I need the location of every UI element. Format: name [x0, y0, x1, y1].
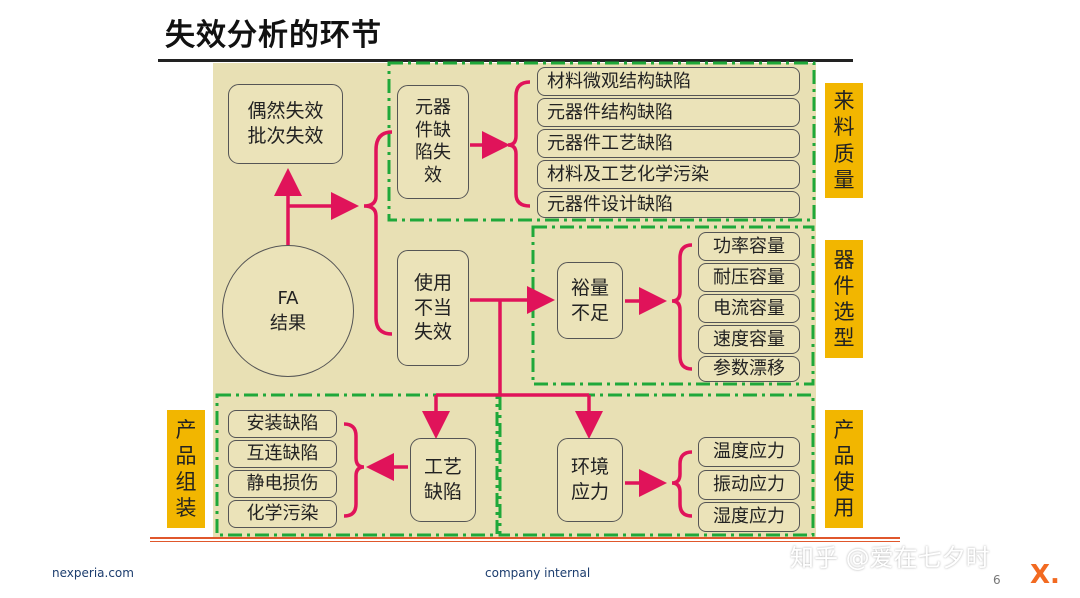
footer-center: company internal	[485, 566, 591, 580]
component-defect-item: 材料微观结构缺陷	[537, 67, 800, 96]
assembly-item: 化学污染	[228, 500, 337, 528]
tag-char: 来	[833, 89, 855, 113]
misuse-failure-line3: 失效	[413, 321, 452, 344]
footer-rule	[150, 537, 900, 539]
process-defect-node: 工艺 缺陷	[410, 438, 476, 522]
env-stress-line2: 应力	[570, 481, 609, 503]
tag-product-assembly: 产 品 组 装	[167, 410, 205, 528]
tag-char: 使	[833, 470, 855, 494]
component-defect-item: 元器件设计缺陷	[537, 191, 800, 218]
tag-char: 量	[833, 167, 855, 192]
brand-logo: X.	[1030, 560, 1060, 590]
title-underline	[158, 59, 853, 62]
tag-char: 产	[833, 417, 855, 442]
margin-item: 速度容量	[698, 325, 800, 354]
margin-item: 参数漂移	[698, 356, 800, 382]
insufficient-margin-line1: 裕量	[570, 276, 609, 299]
env-stress-node: 环境 应力	[557, 438, 623, 522]
env-stress-line1: 环境	[570, 456, 609, 479]
component-defect-item: 材料及工艺化学污染	[537, 160, 800, 189]
misuse-failure-line1: 使用	[413, 271, 452, 294]
assembly-item: 安装缺陷	[228, 410, 337, 438]
tag-char: 质	[833, 141, 855, 166]
component-failure-line2: 件缺	[415, 119, 451, 141]
random-failure-line1: 偶然失效	[247, 100, 324, 123]
insufficient-margin-line2: 不足	[570, 301, 609, 324]
region-product-usage	[498, 393, 815, 537]
random-failure-line2: 批次失效	[247, 125, 324, 147]
misuse-failure-line2: 不当	[413, 296, 452, 319]
bracket-assembly	[343, 422, 365, 518]
tag-char: 装	[175, 496, 197, 521]
tag-char: 器	[833, 247, 855, 272]
tag-char: 件	[833, 273, 855, 298]
tag-char: 组	[175, 470, 197, 494]
misuse-failure-node: 使用 不当 失效	[397, 250, 469, 366]
margin-item: 耐压容量	[698, 263, 800, 292]
region-incoming-quality	[387, 61, 816, 222]
fa-result-line1: FA	[277, 287, 299, 309]
tag-char: 选	[833, 300, 855, 324]
tag-device-selection: 器 件 选 型	[825, 240, 863, 358]
bracket-margin-items	[671, 243, 693, 371]
fa-result-line2: 结果	[270, 313, 306, 334]
component-defect-item: 元器件工艺缺陷	[537, 129, 800, 158]
tag-incoming-quality: 来 料 质 量	[825, 83, 863, 198]
process-defect-line1: 工艺	[423, 456, 462, 479]
random-failure-node: 偶然失效 批次失效	[228, 84, 343, 164]
tag-char: 品	[175, 443, 197, 468]
region-product-assembly	[215, 393, 499, 537]
stress-item: 湿度应力	[698, 502, 800, 532]
bracket-stress	[671, 450, 693, 518]
bracket-component-defects	[507, 80, 531, 208]
assembly-item: 静电损伤	[228, 470, 337, 498]
tag-char: 产	[175, 417, 197, 442]
component-failure-node: 元器 件缺 陷失 效	[397, 85, 469, 199]
component-failure-line3: 陷失	[415, 142, 451, 163]
page-title: 失效分析的环节	[165, 18, 382, 53]
bracket-main	[363, 130, 393, 336]
watermark-text: 知乎 @爱在七夕时	[790, 544, 990, 572]
tag-product-usage: 产 品 使 用	[825, 410, 863, 528]
footer-rule-thin	[150, 541, 900, 542]
stress-item: 振动应力	[698, 470, 800, 500]
component-failure-line1: 元器	[415, 97, 451, 118]
insufficient-margin-node: 裕量 不足	[557, 262, 623, 339]
fa-result-node: FA 结果	[222, 245, 354, 377]
assembly-item: 互连缺陷	[228, 440, 337, 468]
page-number: 6	[993, 573, 1001, 587]
footer-left: nexperia.com	[52, 566, 134, 580]
component-failure-line4: 效	[424, 164, 442, 186]
tag-char: 用	[833, 496, 855, 521]
stress-item: 温度应力	[698, 437, 800, 467]
margin-item: 电流容量	[698, 294, 800, 323]
component-defect-item: 元器件结构缺陷	[537, 98, 800, 127]
tag-char: 型	[833, 326, 855, 351]
tag-char: 品	[833, 443, 855, 468]
margin-item: 功率容量	[698, 232, 800, 261]
tag-char: 料	[833, 115, 855, 140]
process-defect-line2: 缺陷	[423, 481, 462, 503]
